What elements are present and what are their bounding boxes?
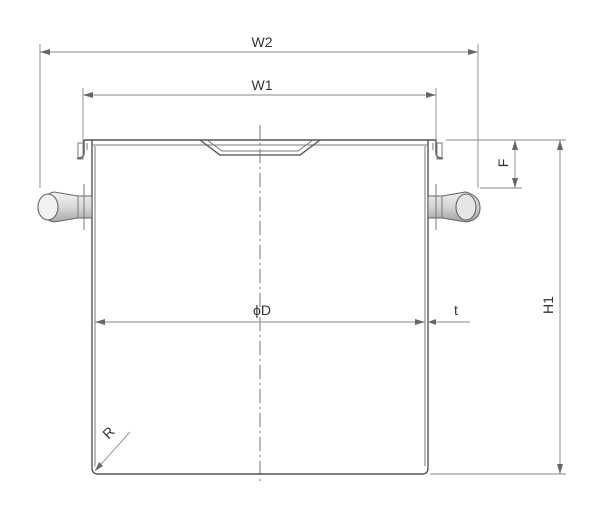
h1-label: H1 bbox=[540, 296, 556, 314]
thickness-dimension: t bbox=[428, 302, 470, 325]
diameter-dimension: ϕD bbox=[95, 302, 425, 325]
f-label: F bbox=[495, 159, 511, 168]
w2-label: W2 bbox=[252, 34, 273, 50]
left-handle bbox=[37, 184, 93, 230]
lid-knob bbox=[199, 139, 321, 156]
h1-dimension: H1 bbox=[430, 139, 566, 475]
radius-label: R bbox=[99, 423, 117, 441]
diameter-label: ϕD bbox=[253, 302, 271, 318]
f-dimension: F bbox=[446, 139, 522, 189]
right-handle bbox=[427, 184, 481, 230]
w2-dimension: W2 bbox=[39, 34, 479, 188]
w1-dimension: W1 bbox=[82, 77, 437, 142]
thickness-label: t bbox=[454, 302, 458, 318]
radius-dimension: R bbox=[94, 423, 131, 472]
w1-label: W1 bbox=[252, 77, 273, 93]
pot-body bbox=[77, 139, 443, 475]
